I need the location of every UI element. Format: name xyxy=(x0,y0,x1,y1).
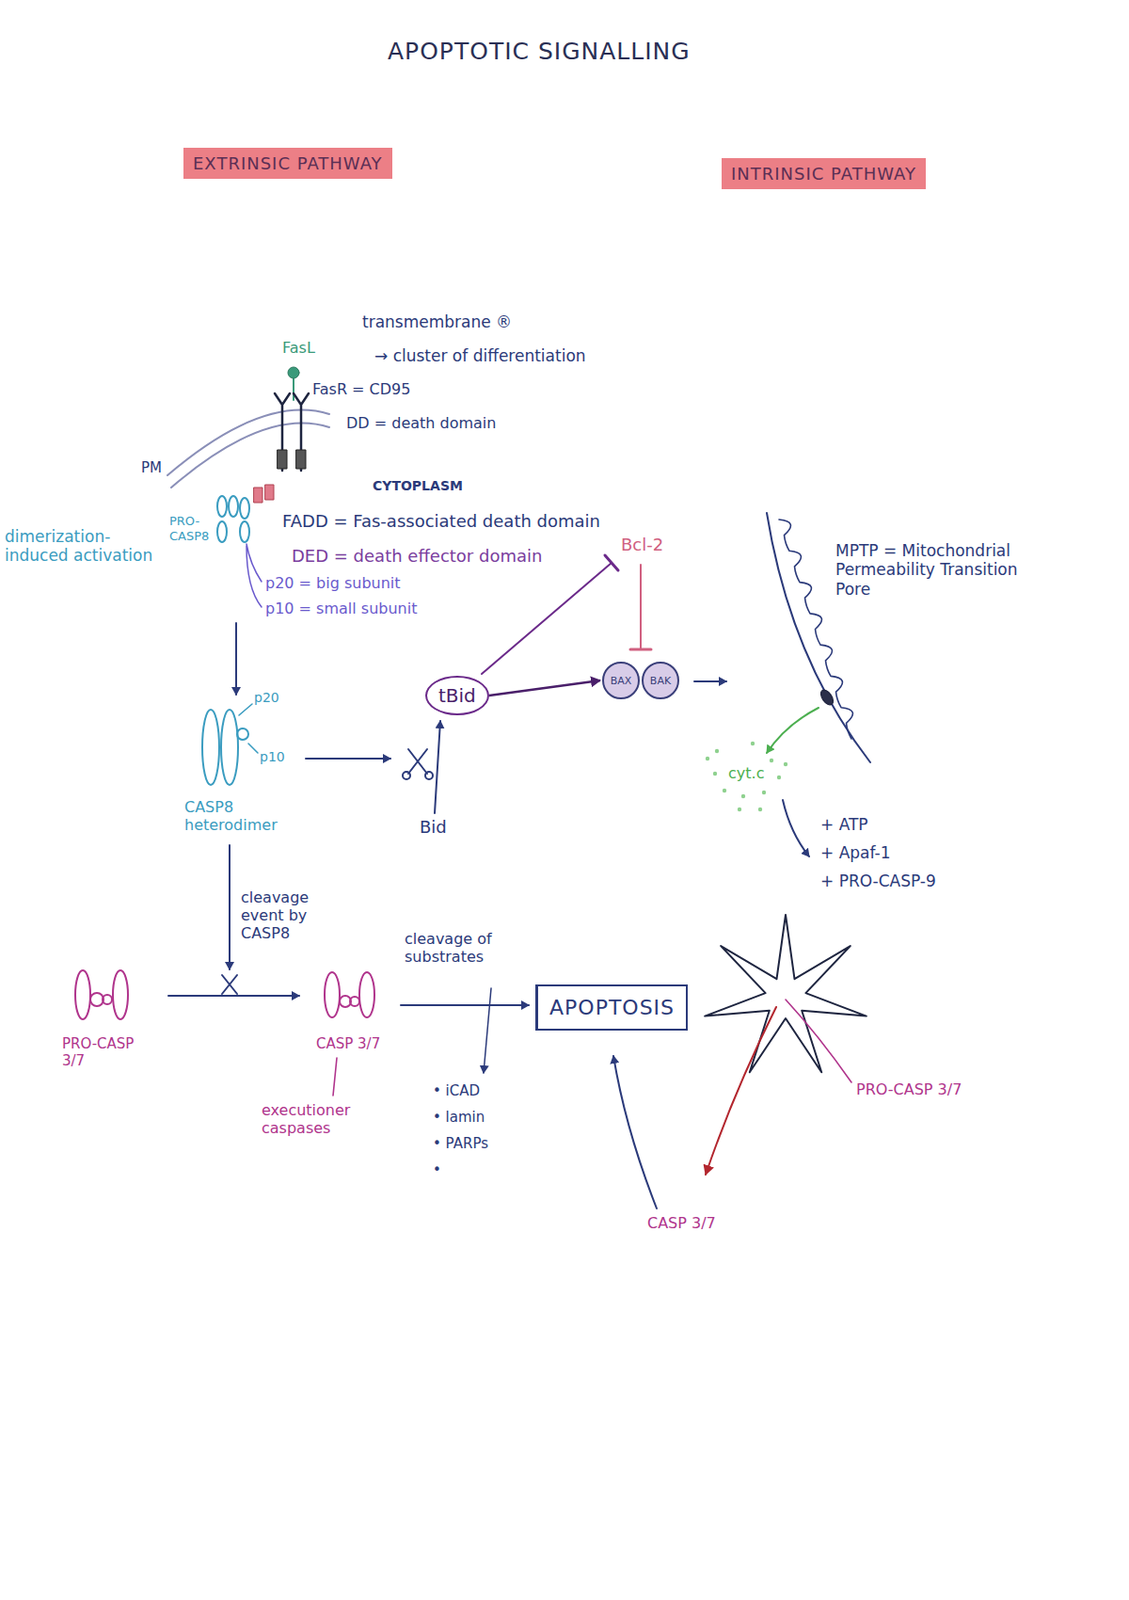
protein-circle: BAX xyxy=(602,661,640,700)
protein-circle: BAK xyxy=(641,661,680,700)
arrow xyxy=(228,844,231,970)
casp8-heterodimer xyxy=(202,709,220,785)
casp8-heterodimer xyxy=(237,728,249,740)
arrow xyxy=(613,1055,657,1209)
death-domain xyxy=(296,449,306,469)
pathway-band: INTRINSIC PATHWAY xyxy=(721,158,926,190)
annotation-label: CASP8 heterodimer xyxy=(184,797,290,834)
pro-casp8 xyxy=(239,497,250,519)
arrow xyxy=(766,707,819,753)
annotation-label: + ATP xyxy=(820,814,869,834)
leader-line xyxy=(333,1057,337,1096)
annotation-label: Bid xyxy=(419,816,447,838)
annotation-label: PRO-CASP 3/7 xyxy=(62,1034,138,1069)
arrow xyxy=(305,757,391,760)
annotation-label: cleavage of substrates xyxy=(404,929,510,966)
fasl-stem xyxy=(292,378,295,400)
node-text: BAX xyxy=(610,674,633,687)
arrow xyxy=(168,994,300,997)
inhibition-line xyxy=(481,562,612,674)
annotation-label: CASP 3/7 xyxy=(316,1034,381,1052)
inhibition-bar xyxy=(604,555,619,571)
annotation-label: + PRO-CASP-9 xyxy=(820,871,937,891)
annotation-label: → cluster of differentiation xyxy=(374,346,587,366)
annotation-label: PM xyxy=(141,459,162,477)
annotation-label: cyt.c xyxy=(728,763,764,782)
annotation-label: FADD = Fas-associated death domain xyxy=(282,510,601,532)
plasma-membrane xyxy=(167,410,330,476)
annotation-label: CYTOPLASM xyxy=(372,477,463,494)
annotation-label: • lamin xyxy=(432,1108,485,1126)
outcome-box: APOPTOSIS xyxy=(535,984,688,1031)
pro-casp8 xyxy=(217,495,227,517)
annotation-label: cleavage event by CASP8 xyxy=(240,888,347,943)
pro-casp8 xyxy=(217,521,227,542)
annotation-label: PRO-CASP8 xyxy=(169,513,215,543)
apoptosome xyxy=(704,914,867,1072)
annotation-label: p20 = big subunit xyxy=(265,573,401,592)
annotation-label: p10 = small subunit xyxy=(265,599,417,618)
annotation-label: FasR = CD95 xyxy=(312,380,411,398)
annotation-label: PRO-CASP 3/7 xyxy=(856,1080,962,1098)
pro-casp8 xyxy=(228,495,239,517)
annotation-label: p10 xyxy=(259,748,286,765)
node-text: APOPTOSIS xyxy=(549,995,675,1019)
node-text: EXTRINSIC PATHWAY xyxy=(192,153,383,174)
arrow xyxy=(434,720,441,813)
arrow xyxy=(483,987,492,1073)
arrow xyxy=(694,680,727,683)
inhibition-bar xyxy=(630,648,652,652)
arrow xyxy=(235,622,238,695)
node-text: tBid xyxy=(438,683,477,707)
fasl-ligand xyxy=(287,366,300,379)
diagram-title: APOPTOTIC SIGNALLING xyxy=(387,37,691,66)
annotation-label: Bcl-2 xyxy=(620,534,664,556)
annotation-label: MPTP = Mitochondrial Permeability Transi… xyxy=(835,540,1029,599)
fadd-ded xyxy=(265,484,274,500)
fadd-ded xyxy=(254,487,263,503)
scissors xyxy=(402,748,433,780)
protein-oval: tBid xyxy=(425,675,490,716)
annotation-label: • PARPs xyxy=(432,1134,489,1152)
annotation-label: • xyxy=(432,1160,442,1178)
activation-arrow xyxy=(489,680,601,696)
pro-casp37 xyxy=(75,969,128,1019)
casp8-heterodimer xyxy=(221,709,239,785)
casp37 xyxy=(324,971,375,1018)
annotation-label: + Apaf-1 xyxy=(820,842,891,862)
fas-receptor xyxy=(274,393,309,471)
arrow xyxy=(782,799,810,857)
annotation-label: DD = death domain xyxy=(346,413,496,432)
annotation-label: CASP 3/7 xyxy=(647,1213,716,1232)
leader-line xyxy=(238,703,258,753)
mptp-pore xyxy=(818,687,837,707)
annotation-label: dimerization-induced activation xyxy=(4,526,156,566)
arrow xyxy=(705,1006,777,1175)
inhibition-line xyxy=(639,564,642,650)
death-domain xyxy=(277,449,287,469)
annotation-label: • iCAD xyxy=(432,1081,480,1099)
leader-line xyxy=(246,543,262,607)
pro-casp8 xyxy=(239,521,250,542)
arrow xyxy=(400,1003,529,1006)
annotation-label: executioner caspases xyxy=(261,1100,371,1137)
scissors xyxy=(222,974,238,994)
annotation-label: transmembrane ® xyxy=(362,312,512,332)
cytochrome-c-dots xyxy=(705,741,788,811)
annotation-label: p20 xyxy=(254,689,280,706)
node-text: INTRINSIC PATHWAY xyxy=(731,163,917,184)
leader-line xyxy=(785,999,852,1082)
annotation-label: DED = death effector domain xyxy=(291,545,542,567)
pathway-band: EXTRINSIC PATHWAY xyxy=(183,147,393,179)
node-text: BAK xyxy=(650,674,671,687)
plasma-membrane xyxy=(171,423,330,488)
annotation-label: FasL xyxy=(282,338,316,357)
